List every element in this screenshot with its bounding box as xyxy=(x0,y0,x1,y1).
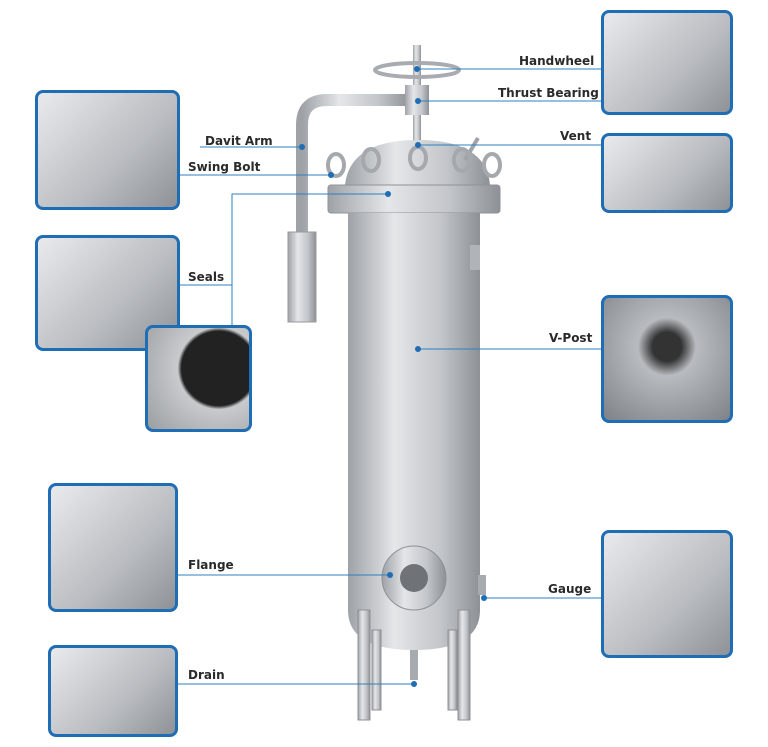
label-drain: Drain xyxy=(188,668,225,682)
v-post-detail-image xyxy=(601,295,733,423)
handwheel xyxy=(373,61,461,79)
label-swing-bolt: Swing Bolt xyxy=(188,160,261,174)
leader-lines xyxy=(178,68,601,685)
label-seals: Seals xyxy=(188,270,225,284)
davit-sleeve xyxy=(287,231,317,323)
label-handwheel: Handwheel xyxy=(519,54,595,68)
lid-dome xyxy=(345,140,490,185)
label-vent: Vent xyxy=(560,129,592,143)
label-davit-arm: Davit Arm xyxy=(205,134,273,148)
davit-arm xyxy=(296,94,410,320)
vent-detail-image xyxy=(601,133,733,213)
handwheel-detail-image xyxy=(601,10,733,115)
vessel-body xyxy=(348,213,480,650)
callout-dots xyxy=(299,66,487,687)
label-gauge: Gauge xyxy=(548,582,592,596)
label-flange: Flange xyxy=(188,558,234,572)
drain-detail-image xyxy=(48,645,178,737)
swing-bolt-detail-image xyxy=(35,90,180,210)
seal-closeup-image xyxy=(145,325,252,432)
label-v-post: V-Post xyxy=(549,331,593,345)
flange-detail-image xyxy=(48,483,178,612)
lid-flange xyxy=(327,184,501,214)
gauge-detail-image xyxy=(601,530,733,658)
label-thrust-bearing: Thrust Bearing xyxy=(498,86,599,100)
